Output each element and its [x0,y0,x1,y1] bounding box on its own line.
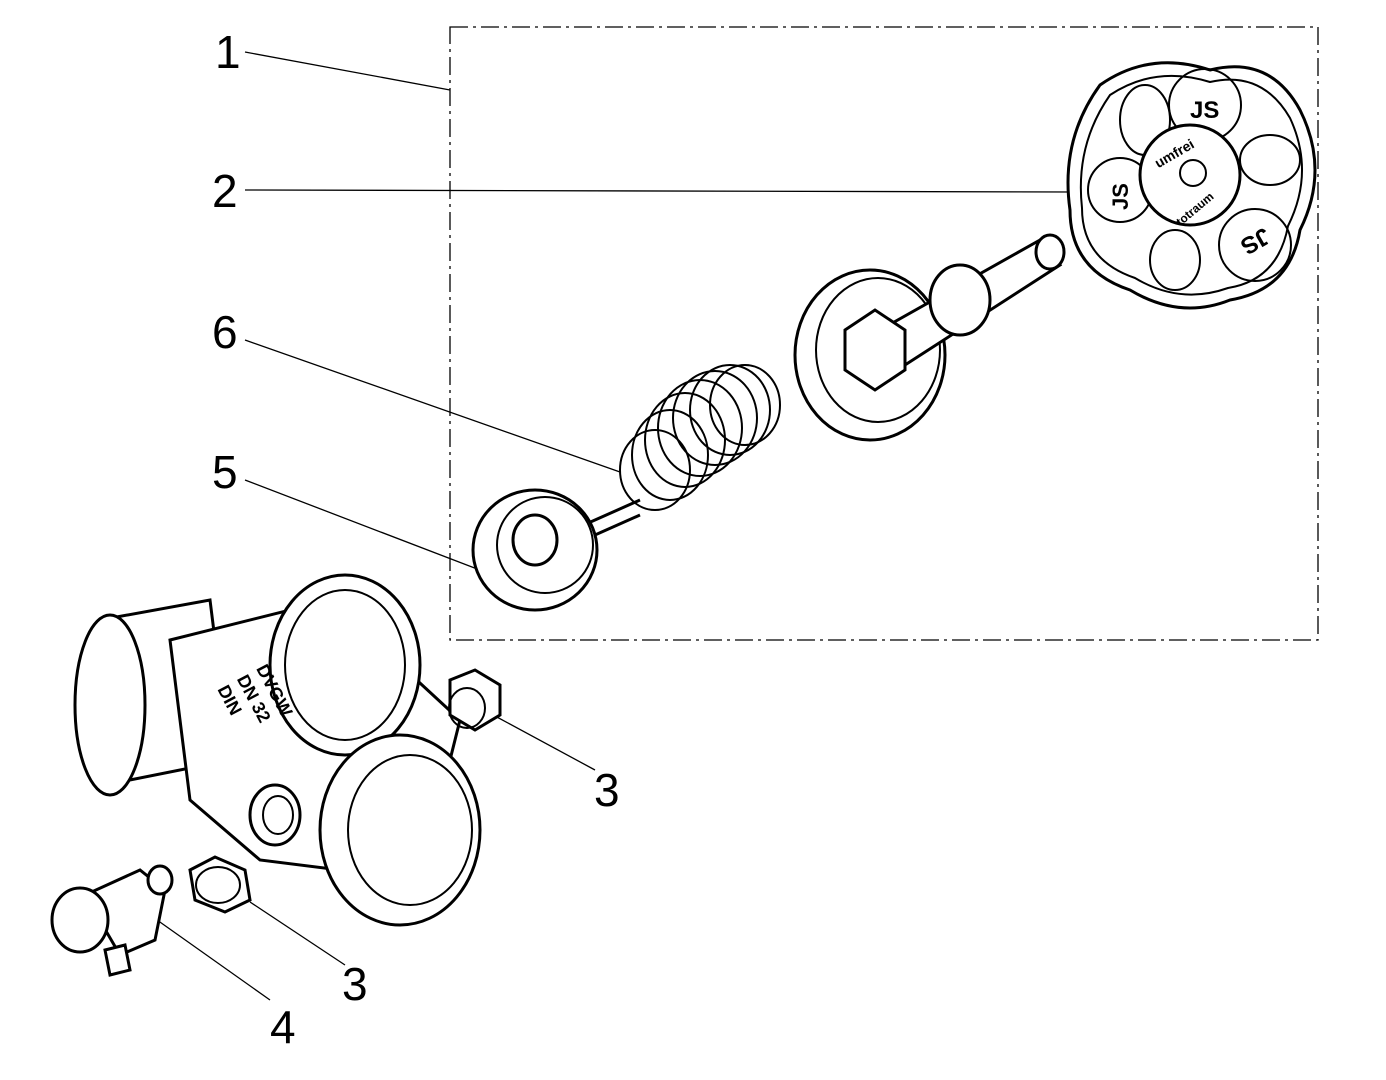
handwheel: JS JS JS umfrei totraum [1066,61,1317,310]
drain-valve [50,864,174,977]
callout-1: 1 [215,26,241,78]
plug-upper [448,668,502,732]
callout-3b: 3 [342,958,368,1010]
callout-5: 5 [212,446,238,498]
plug-lower [188,855,252,914]
spindle-bonnet [793,233,1066,442]
knob-logo: JS [1190,97,1219,124]
knob-logo: JS [1108,183,1133,210]
valve-disc [471,488,641,612]
callout-6: 6 [212,306,238,358]
valve-body: DVGW DN 32 DIN [73,573,482,927]
assembly-boundary-box [449,26,1319,641]
callout-2: 2 [212,165,238,217]
spring [619,364,781,511]
callout-3a: 3 [594,764,620,816]
callout-4: 4 [270,1001,296,1053]
